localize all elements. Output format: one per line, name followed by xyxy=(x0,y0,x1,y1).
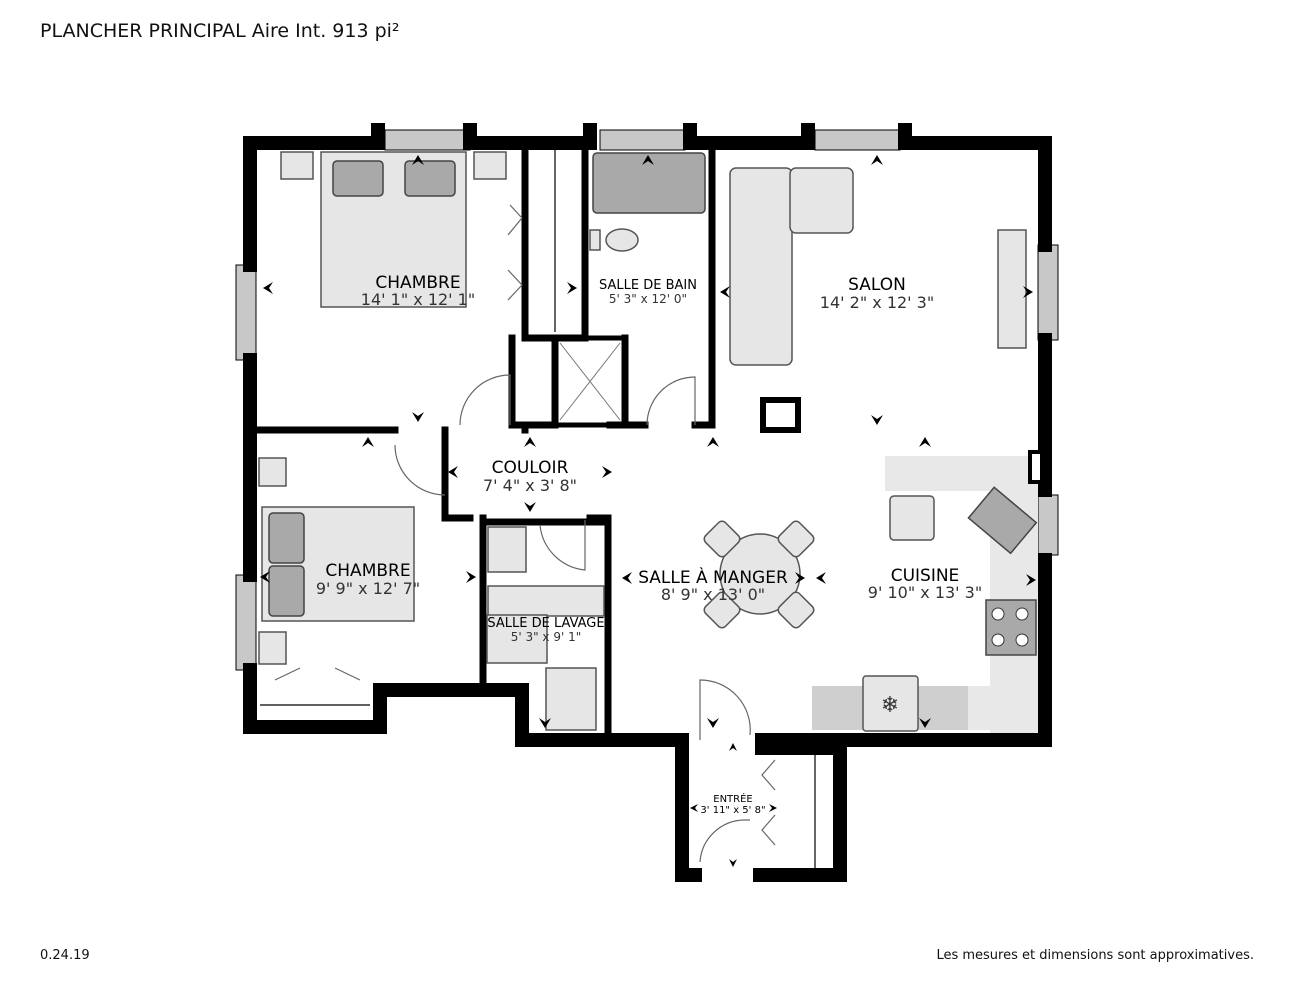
window xyxy=(1037,494,1059,556)
svg-text:CUISINE: CUISINE xyxy=(891,566,960,586)
svg-text:SALON: SALON xyxy=(848,275,906,295)
room-label-cuisine: CUISINE 9' 10" x 13' 3" xyxy=(868,566,982,602)
disclaimer: Les mesures et dimensions sont approxima… xyxy=(936,948,1254,963)
room-label-salle-de-lavage: SALLE DE LAVAGE 5' 3" x 9' 1" xyxy=(487,616,604,644)
room-label-entree: ENTRÉE 3' 11" x 5' 8" xyxy=(700,792,765,816)
dimension-arrows xyxy=(260,155,1036,867)
window xyxy=(384,129,471,151)
svg-text:❄: ❄ xyxy=(881,693,899,718)
shower xyxy=(552,335,628,428)
doors xyxy=(274,204,776,863)
dining-table xyxy=(703,520,815,629)
bed xyxy=(280,151,507,308)
window xyxy=(235,264,257,361)
svg-text:9' 9" x 12' 7": 9' 9" x 12' 7" xyxy=(316,579,420,598)
sofa xyxy=(729,167,1027,366)
room-label-couloir: COULOIR 7' 4" x 3' 8" xyxy=(483,458,577,495)
svg-text:5' 3" x 9' 1": 5' 3" x 9' 1" xyxy=(511,630,582,644)
svg-text:CHAMBRE: CHAMBRE xyxy=(375,273,460,293)
window xyxy=(235,574,257,671)
windows xyxy=(235,129,1059,671)
room-label-salle-de-bain: SALLE DE BAIN 5' 3" x 12' 0" xyxy=(599,278,697,306)
svg-text:SALLE DE LAVAGE: SALLE DE LAVAGE xyxy=(487,616,604,631)
svg-text:7' 4" x 3' 8": 7' 4" x 3' 8" xyxy=(483,476,577,495)
svg-text:SALLE DE BAIN: SALLE DE BAIN xyxy=(599,278,697,293)
exterior-wall xyxy=(243,136,1052,882)
svg-text:SALLE À MANGER: SALLE À MANGER xyxy=(638,566,788,588)
window-jamb xyxy=(371,123,912,150)
svg-text:COULOIR: COULOIR xyxy=(492,458,569,478)
svg-text:3' 11" x 5' 8": 3' 11" x 5' 8" xyxy=(700,805,765,816)
floor-title: PLANCHER PRINCIPAL Aire Int. 913 pi² xyxy=(40,20,400,42)
interior-wall xyxy=(246,139,716,739)
window xyxy=(814,129,901,151)
room-label-salle-a-manger: SALLE À MANGER 8' 9" x 13' 0" xyxy=(638,566,788,604)
room-label-salon: SALON 14' 2" x 12' 3" xyxy=(820,275,934,312)
version-label: 0.24.19 xyxy=(40,948,90,963)
room-label-chambre-2: CHAMBRE 9' 9" x 12' 7" xyxy=(316,561,420,598)
fireplace xyxy=(760,397,801,433)
svg-text:14' 1" x 12' 1": 14' 1" x 12' 1" xyxy=(361,290,475,309)
bed xyxy=(258,457,415,665)
svg-text:14' 2" x 12' 3": 14' 2" x 12' 3" xyxy=(820,293,934,312)
svg-text:9' 10" x 13' 3": 9' 10" x 13' 3" xyxy=(868,583,982,602)
window xyxy=(1037,244,1059,341)
closet-rods xyxy=(260,148,816,870)
svg-text:5' 3" x 12' 0": 5' 3" x 12' 0" xyxy=(609,292,687,306)
kitchen-appliances: ❄ xyxy=(862,486,1038,732)
svg-text:ENTRÉE: ENTRÉE xyxy=(713,792,753,805)
svg-text:CHAMBRE: CHAMBRE xyxy=(325,561,410,581)
laundry-fixtures xyxy=(486,526,605,731)
shower-drain xyxy=(559,342,621,421)
wall-notch xyxy=(1028,450,1044,484)
svg-text:8' 9" x 13' 0": 8' 9" x 13' 0" xyxy=(661,585,765,604)
room-label-chambre-1: CHAMBRE 14' 1" x 12' 1" xyxy=(361,273,475,309)
bathroom-fixtures xyxy=(589,152,706,252)
window xyxy=(599,129,686,151)
